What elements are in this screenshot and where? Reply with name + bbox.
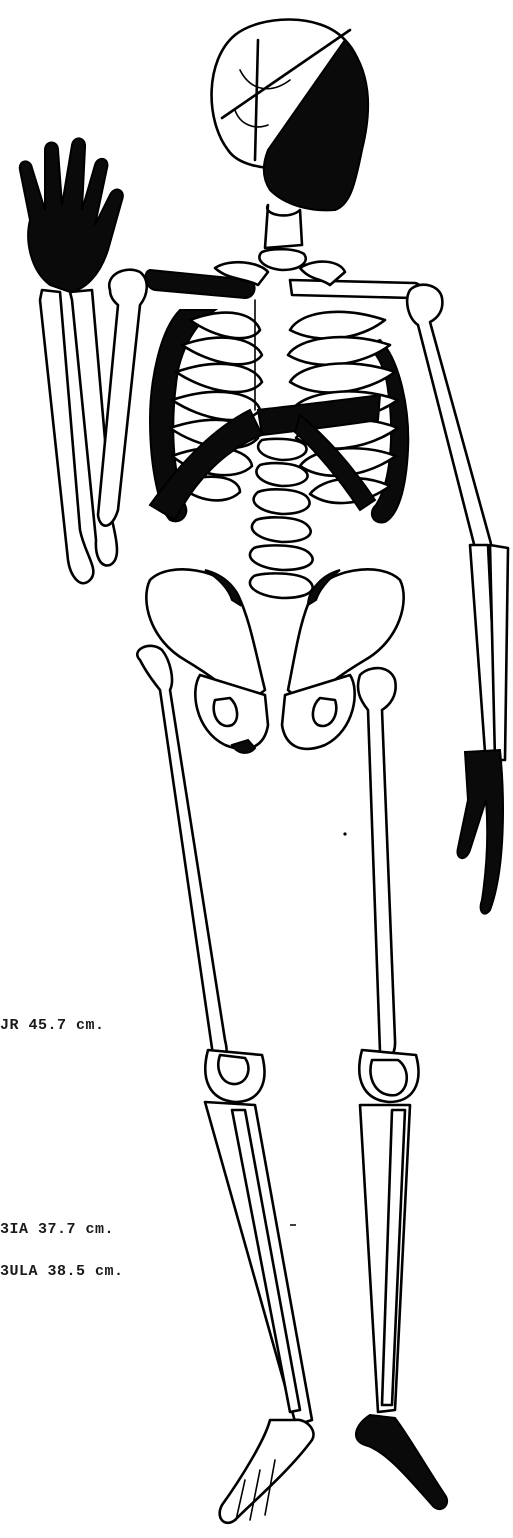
legs [137,646,447,1523]
hanging-arm [407,285,508,914]
fibula-length-label: 3ULA 38.5 cm. [0,1263,124,1280]
raised-hand [20,138,123,292]
stray-mark [343,832,346,835]
tibia-length-label: 3IA 37.7 cm. [0,1221,114,1238]
skull [212,19,369,210]
raised-humerus [98,270,147,526]
femur-length-label: JR 45.7 cm. [0,1017,105,1034]
